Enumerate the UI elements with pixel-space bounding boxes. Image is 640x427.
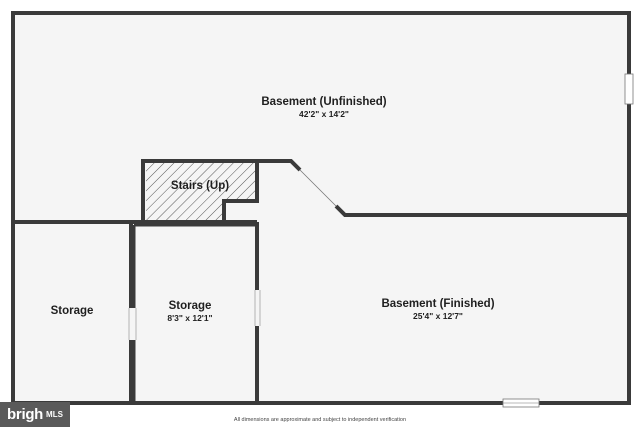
storage-center-title: Storage <box>169 300 212 312</box>
outer-wall <box>11 11 631 405</box>
stair-notch-wall <box>222 163 259 220</box>
stairs-hatch <box>146 163 257 220</box>
diagonal-opening-line <box>299 169 337 207</box>
storage-left-doorway <box>128 308 137 340</box>
right-window <box>624 73 634 105</box>
room-labels: Basement (Unfinished) 42'2" x 14'2" Stai… <box>51 96 495 323</box>
stair-diagonal-wall <box>141 159 629 220</box>
storage-center-dimensions: 8'3" x 12'1" <box>167 313 212 323</box>
basement-unfinished-title: Basement (Unfinished) <box>261 96 386 108</box>
floor-area <box>13 13 629 403</box>
storage-left-title: Storage <box>51 305 94 317</box>
basement-finished-dimensions: 25'4" x 12'7" <box>413 311 463 321</box>
watermark-suffix: MLS <box>46 410 63 419</box>
openings <box>128 73 634 408</box>
watermark-word: brigh <box>7 406 44 423</box>
disclaimer-text: All dimensions are approximate and subje… <box>233 417 407 423</box>
stairs-title: Stairs (Up) <box>171 180 229 192</box>
watermark-logo: brigh MLS <box>0 402 70 427</box>
basement-finished-title: Basement (Finished) <box>381 298 494 310</box>
storage-center-doorway <box>254 290 261 326</box>
walls <box>11 11 631 405</box>
basement-unfinished-dimensions: 42'2" x 14'2" <box>299 109 349 119</box>
